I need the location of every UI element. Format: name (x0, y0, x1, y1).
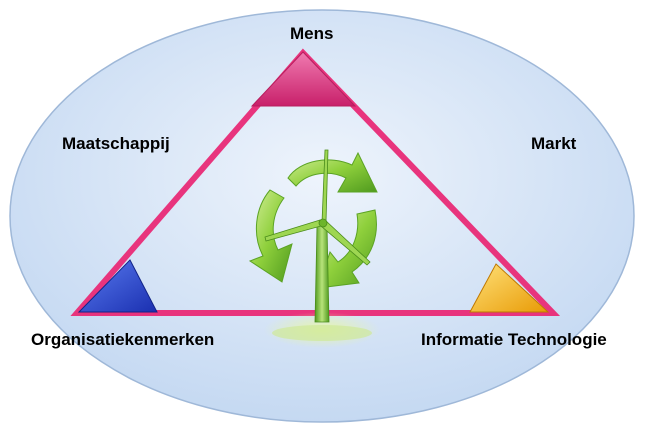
wind-turbine-icon (264, 149, 371, 323)
corner-triangle-left-icon (77, 259, 158, 313)
corner-triangle-right-icon (469, 263, 550, 313)
corner-triangle-top-icon (250, 51, 357, 107)
label-bottom-left: Organisatiekenmerken (31, 330, 215, 349)
turbine-reflection (272, 325, 372, 341)
label-right: Markt (531, 134, 577, 153)
label-top: Mens (290, 24, 334, 43)
recycle-arrows-icon (248, 151, 378, 289)
label-left: Maatschappij (62, 134, 170, 153)
label-bottom-right: Informatie Technologie (421, 330, 607, 349)
